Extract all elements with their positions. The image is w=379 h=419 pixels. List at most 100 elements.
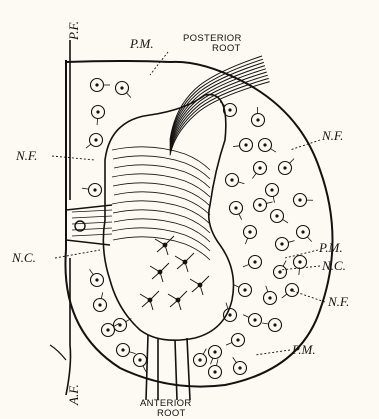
cell-nucleus xyxy=(228,313,231,316)
cell-nucleus xyxy=(148,298,153,303)
cell-tail xyxy=(283,219,289,222)
cell-nucleus xyxy=(243,288,246,291)
cell-nucleus xyxy=(275,214,278,217)
cell-tail xyxy=(307,237,311,242)
cell-tail xyxy=(101,292,102,298)
nerve-fibre-cell xyxy=(259,139,276,153)
cell-tail xyxy=(288,241,294,243)
nerve-fibre-cell xyxy=(252,107,265,126)
cell-nucleus xyxy=(118,323,121,326)
nerve-fibre-cell xyxy=(194,349,207,367)
anterior-fissure-branch xyxy=(50,345,66,360)
nerve-fibre-cell xyxy=(274,261,287,279)
cell-tail xyxy=(233,357,237,362)
cell-nucleus xyxy=(121,348,124,351)
cell-nucleus xyxy=(256,118,259,121)
cell-tail xyxy=(245,238,247,244)
cell-nucleus xyxy=(158,270,163,275)
cell-nucleus xyxy=(278,270,281,273)
multipolar-cell xyxy=(190,276,209,295)
label-nf-right-bottom: N.F. xyxy=(327,294,349,309)
nerve-fibre-cell xyxy=(233,284,251,297)
cell-nucleus xyxy=(298,198,301,201)
cell-nucleus xyxy=(120,86,123,89)
cell-nucleus xyxy=(183,260,188,265)
cell-nucleus xyxy=(198,283,203,288)
label-nf-right-top: N.F. xyxy=(321,128,343,143)
cell-nucleus xyxy=(198,358,201,361)
cell-nucleus xyxy=(230,178,233,181)
cell-tail xyxy=(299,268,300,274)
cell-nucleus xyxy=(280,242,283,245)
cell-tail xyxy=(226,343,232,346)
cell-tail xyxy=(114,323,120,326)
commissure-fibre xyxy=(72,222,112,224)
anterior-root-fibres xyxy=(146,335,190,400)
nerve-fibre-cell xyxy=(294,256,307,275)
multipolar-cell xyxy=(140,291,159,310)
cell-tail xyxy=(233,146,239,147)
cell-nucleus xyxy=(93,188,96,191)
cell-tail xyxy=(283,261,286,267)
nerve-fibre-cell xyxy=(94,292,107,311)
cell-nucleus xyxy=(98,303,101,306)
nerve-fibre-cell xyxy=(264,286,277,305)
nerve-fibre-cell xyxy=(91,79,111,92)
label-nc-left: N.C. xyxy=(11,250,36,265)
multipolar-cell xyxy=(175,253,194,272)
nerve-fibre-cell xyxy=(134,354,147,372)
cell-tail xyxy=(211,358,213,364)
nerve-fibre-cell xyxy=(243,314,261,327)
cell-tail xyxy=(82,188,88,189)
nerve-fibre-cell xyxy=(244,226,257,245)
cell-tail xyxy=(273,196,274,202)
commissure-fibre xyxy=(72,234,112,236)
nerve-fibre-cell xyxy=(86,134,103,149)
nerve-fibre-cell xyxy=(209,359,222,378)
cell-nucleus xyxy=(273,323,276,326)
nerve-fibre-cell xyxy=(276,238,295,251)
nerve-fibre-cell xyxy=(266,184,279,203)
nerve-fibre-cell xyxy=(116,82,131,98)
label-posterior-root-2: ROOT xyxy=(212,43,241,54)
commissure-fibre xyxy=(72,210,112,212)
nerve-fibre-cell xyxy=(90,269,104,286)
cell-tail xyxy=(216,359,217,365)
cell-tail xyxy=(262,323,268,324)
nerve-fibre-cell xyxy=(117,344,136,357)
nerve-fibre-cell xyxy=(297,226,312,242)
nerve-fibre-cell xyxy=(226,174,245,187)
label-nc-right: N.C. xyxy=(321,258,346,273)
nerve-fibre-cell xyxy=(271,210,289,223)
cell-tail xyxy=(126,93,130,98)
multipolar-cell xyxy=(168,291,187,310)
label-pm-bottom: P.M. xyxy=(291,342,316,357)
cell-tail xyxy=(203,349,206,355)
cell-nucleus xyxy=(213,350,216,353)
cell-nucleus xyxy=(163,243,168,248)
cell-nucleus xyxy=(298,260,301,263)
nerve-fibre-cell xyxy=(209,346,222,365)
cell-tail xyxy=(243,315,249,318)
commissure-fibre xyxy=(72,216,112,218)
cell-nucleus xyxy=(238,366,241,369)
nerve-fibre-cell xyxy=(262,319,281,332)
commissure-fibre xyxy=(72,228,112,230)
nerve-fibre-cell xyxy=(252,162,266,179)
cell-nucleus xyxy=(248,230,251,233)
nerve-fibre-cell xyxy=(226,334,244,347)
cell-tail xyxy=(270,149,275,153)
outline-top-left xyxy=(66,61,170,62)
nerve-fibre-cell xyxy=(243,256,262,269)
cell-nucleus xyxy=(253,318,256,321)
cell-nucleus xyxy=(258,203,261,206)
cell-tail xyxy=(252,173,256,178)
cell-nucleus xyxy=(95,278,98,281)
cell-tail xyxy=(143,366,146,372)
multipolar-nerve-cells xyxy=(140,236,209,310)
cell-nucleus xyxy=(253,260,256,263)
nerve-fibre-cell xyxy=(230,202,243,220)
nerve-fibre-cell xyxy=(279,159,295,175)
cell-nucleus xyxy=(96,110,99,113)
